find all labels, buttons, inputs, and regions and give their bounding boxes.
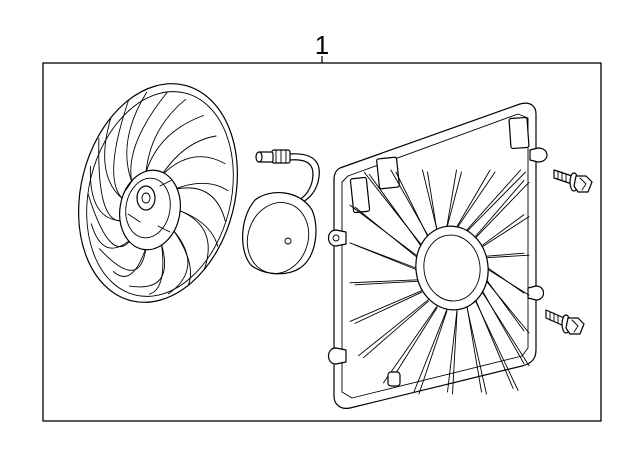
callout-label-1[interactable]: 1	[315, 30, 329, 60]
fan-shroud[interactable]	[327, 102, 548, 409]
fan-blade[interactable]	[56, 67, 259, 320]
fan-motor[interactable]	[238, 149, 320, 282]
mounting-bolt-lower[interactable]	[545, 309, 585, 335]
mounting-bolt-upper[interactable]	[553, 169, 593, 193]
